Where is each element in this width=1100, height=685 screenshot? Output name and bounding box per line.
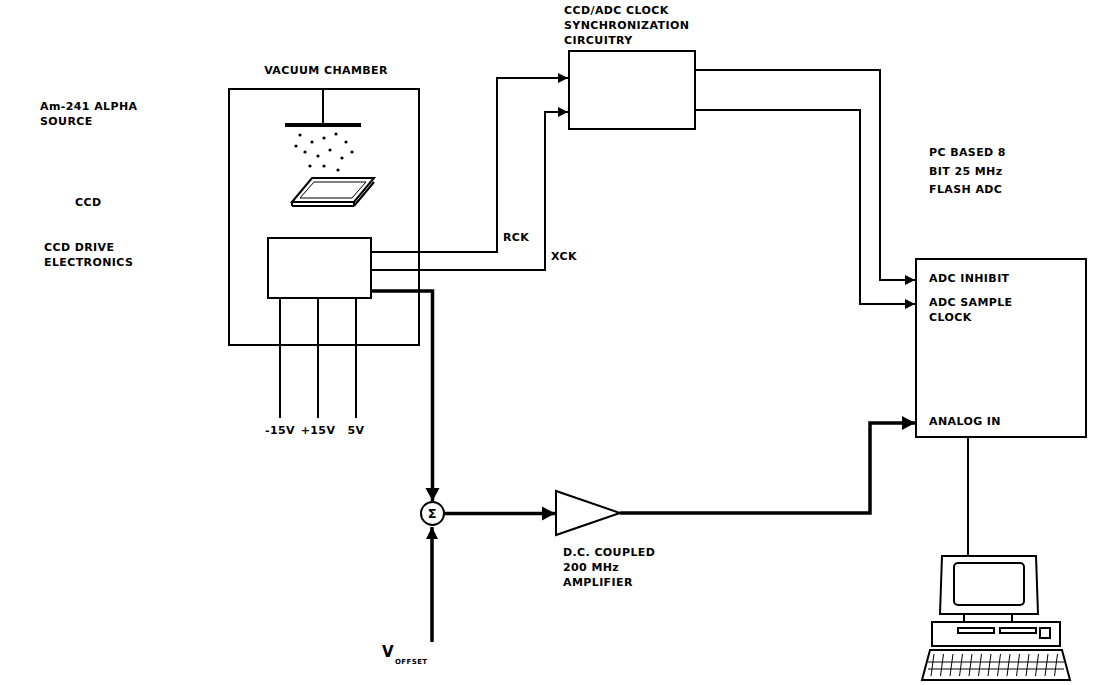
signal-wire <box>372 291 433 501</box>
node-title: Σ <box>420 505 445 523</box>
ccd-label: CCD <box>75 196 115 211</box>
signal-wire <box>445 512 555 516</box>
offset-subscript: OFFSET <box>395 658 435 667</box>
amplifier-outline <box>555 490 621 536</box>
signal-wire <box>620 423 915 513</box>
supply-label: 5V <box>337 424 375 439</box>
node-title: CCD DRIVE ELECTRONICS <box>44 241 164 271</box>
signal-name: RCK <box>503 231 529 246</box>
pin-name: ADC SAMPLE CLOCK <box>929 296 1039 326</box>
pin-name: ANALOG IN <box>929 415 1001 430</box>
node-title: VACUUM CHAMBER <box>230 64 422 79</box>
drive-electronics-box: CCD DRIVE ELECTRONICS <box>267 237 372 299</box>
node-title: D.C. COUPLED 200 MHz AMPLIFIER <box>563 546 671 591</box>
node-title: PC BASED 8 BIT 25 MHz FLASH ADC <box>929 144 1011 200</box>
signal-wire <box>696 110 915 304</box>
supply-label: +15V <box>299 424 337 439</box>
pin-name: ADC INHIBIT <box>929 272 1010 287</box>
flash-adc-box: PC BASED 8 BIT 25 MHz FLASH ADCADC INHIB… <box>915 258 1087 438</box>
signal-wire <box>372 112 568 270</box>
signal-name: XCK <box>551 250 577 265</box>
node-title: CCD/ADC CLOCK SYNCHRONIZATION CIRCUITRY <box>564 4 709 49</box>
signal-wire <box>372 78 568 252</box>
sync-circuit-box: CCD/ADC CLOCK SYNCHRONIZATION CIRCUITRY <box>568 50 696 130</box>
offset-symbol: V <box>382 642 396 662</box>
source-label: Am-241 ALPHA SOURCE <box>40 100 152 130</box>
amplifier: D.C. COUPLED 200 MHz AMPLIFIER <box>555 490 621 536</box>
signal-wire <box>696 70 915 280</box>
summing-junction: Σ <box>420 501 445 526</box>
vacuum-chamber: VACUUM CHAMBERCCD DRIVE ELECTRONICS <box>228 88 420 346</box>
supply-label: -15V <box>261 424 299 439</box>
